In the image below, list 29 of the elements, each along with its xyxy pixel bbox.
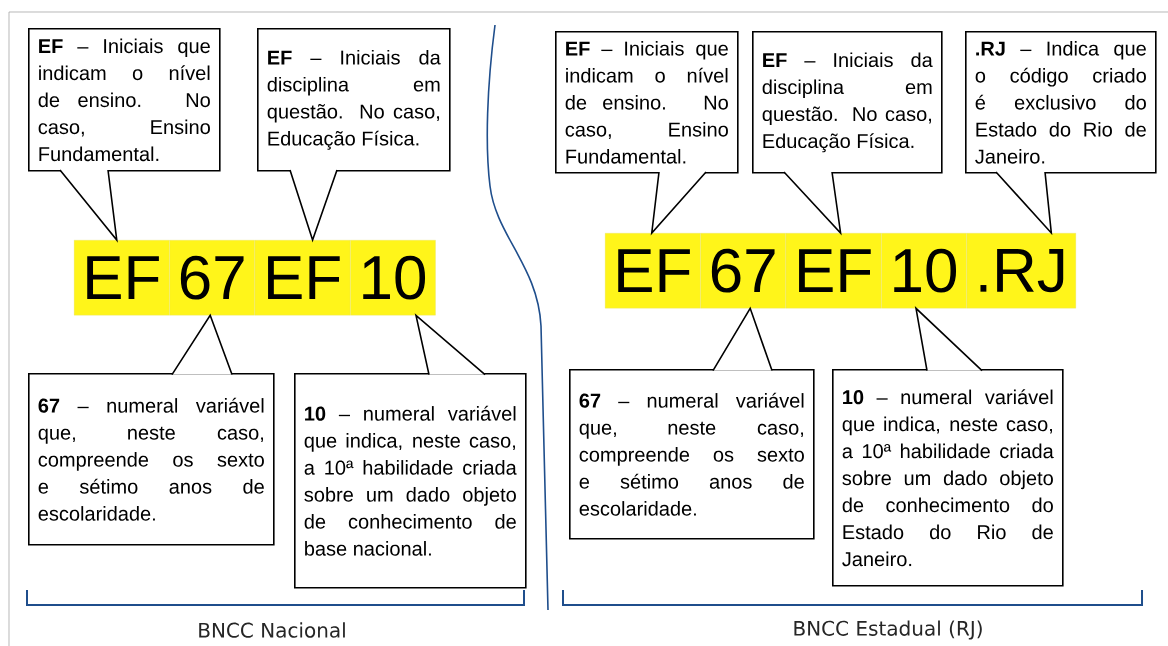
code-segment: EF bbox=[785, 233, 882, 309]
callout-pointer bbox=[995, 171, 1053, 236]
callout-box: 67 – numeral variável que, neste caso, compreende os sexto e sétimo anos de escolaridade. bbox=[28, 373, 275, 546]
code-segment: 67 bbox=[700, 233, 786, 309]
callout-box: 10 – numeral variável que indica, neste caso, a 10ª habilidade criada sobre um dado objeto de conhecimento de base nacional. bbox=[294, 373, 527, 589]
code-segment: EF bbox=[254, 240, 351, 316]
bracket-label: BNCC Nacional bbox=[199, 622, 345, 638]
code-segment: 67 bbox=[169, 240, 255, 316]
callout-pointer bbox=[650, 171, 707, 236]
callout-box: .RJ – Indica que o código criado é exclusivo do Estado do Rio de Janeiro. bbox=[965, 31, 1157, 174]
callout-box: EF – Iniciais da disciplina em questão. No caso, Educação Física. bbox=[257, 28, 451, 172]
code-segment: 10 bbox=[350, 240, 436, 316]
callout-box: 67 – numeral variável que, neste caso, compreende os sexto e sétimo anos de escolaridade. bbox=[569, 369, 815, 540]
callout-pointer bbox=[289, 169, 338, 243]
code-segment: .RJ bbox=[966, 233, 1076, 309]
code-segment: 10 bbox=[881, 233, 967, 309]
callout-pointer bbox=[171, 313, 233, 376]
callout-pointer bbox=[712, 306, 773, 372]
callout-box: 10 – numeral variável que indica, neste caso, a 10ª habilidade criada sobre um dado objeto de conhecimento do Estado do Rio de Janeiro. bbox=[832, 369, 1064, 587]
callout-box: EF – Iniciais da disciplina em questão. No caso, Educação Física. bbox=[752, 31, 943, 174]
callout-pointer bbox=[914, 306, 983, 372]
callout-pointer bbox=[783, 171, 842, 236]
callout-box: EF – Iniciais que indicam o nível de ensino. No caso, Ensino Fundamental. bbox=[28, 28, 221, 172]
callout-pointer bbox=[414, 313, 486, 376]
code-segment: EF bbox=[74, 240, 170, 316]
bracket-label: BNCC Estadual (RJ) bbox=[794, 620, 982, 640]
code-segment: EF bbox=[605, 233, 701, 309]
callout-pointer bbox=[59, 169, 118, 243]
callout-box: EF – Iniciais que indicam o nível de ensino. No caso, Ensino Fundamental. bbox=[555, 31, 739, 174]
